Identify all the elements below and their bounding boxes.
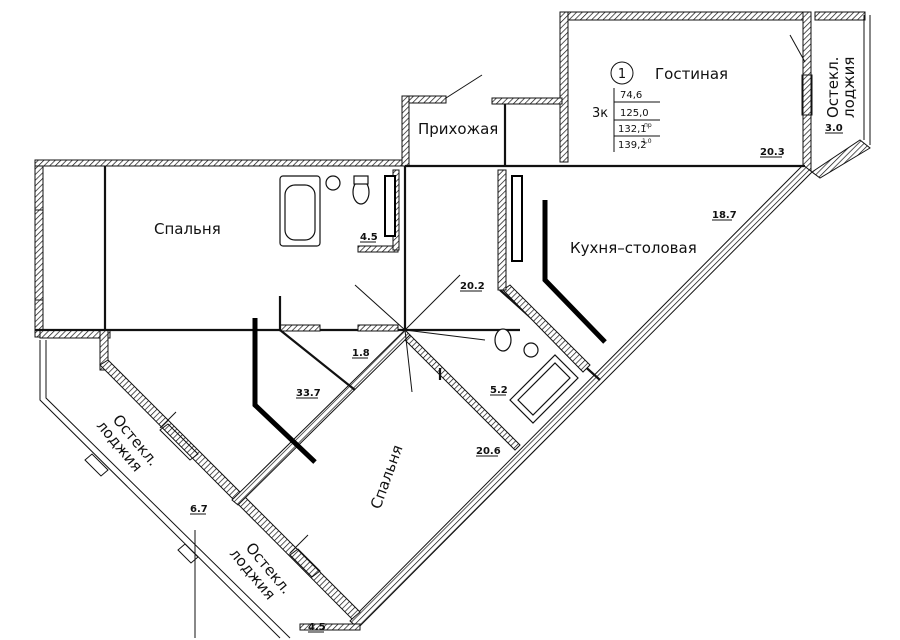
area-with-loggia: 139,2 [618,140,647,151]
sink-1 [325,175,341,191]
window-loggia-outer-2 [177,543,199,564]
window-bedroom [34,209,44,301]
radiator-bath [384,175,396,237]
wall-living-left [559,11,569,163]
wardrobe-lines [252,175,607,464]
wall-bedroom-left [34,161,44,338]
area-living-room: 20.3 [760,147,785,158]
room-living-label: Гостиная [655,65,728,83]
area-bath-2: 5.2 [490,385,508,396]
wardrobe-bedroom [252,318,317,464]
window-loggia-2 [289,548,321,578]
wall-kitchen-bath [502,284,591,373]
partition-corridor [279,329,356,391]
door-hall-2 [354,284,406,331]
loggia-outer-line [39,340,281,639]
window-loggia-1 [159,423,199,461]
door-swings [159,34,806,554]
wall-door-stub-2 [357,324,399,332]
area-total: 125,0 [620,108,649,119]
area-loggia-bottom: 4.5 [308,622,326,633]
apartment-number: 1 [618,67,626,82]
room-labels: Гостиная Прихожая Спальня Кухня–столовая… [93,57,858,604]
outer-walls [34,11,871,371]
toilet-1-tank [353,175,369,185]
wall-hall-left [401,95,410,167]
sink-2 [523,342,539,358]
loggia-top-line2: лоджия [840,57,858,118]
partition-bedroom-diagonal [231,329,411,506]
area-bedroom-1: 33.7 [296,388,321,399]
room-bedroom-2-label: Спальня [367,443,407,512]
area-corridor: 1.8 [352,348,370,359]
door-loggia-top [789,34,806,63]
area-hall: 20.2 [460,281,485,292]
loggia-walls [39,340,361,639]
area-loggia-top: 3.0 [825,123,843,134]
wall-bottom [299,623,361,631]
area-loggia-left: 6.7 [190,504,208,515]
door-hall-3 [404,329,486,341]
wall-bedroom-top [34,159,406,167]
wall-living-top [559,11,811,21]
area-living: 74,6 [620,90,642,101]
door-hall-1 [404,274,461,331]
wall-diagonal [349,164,813,629]
apartment-type: 3к [592,106,608,121]
room-bedroom-1-label: Спальня [154,220,221,238]
partition-bath-diagonal [404,334,521,451]
toilet-2 [494,328,512,352]
bath1-fixtures [279,175,370,247]
wardrobe-kitchen [542,200,607,344]
door-loggia-1 [159,411,177,429]
wall-door-stub [279,324,321,332]
loggia-top-label: Остекл. лоджия [824,57,858,118]
room-area-labels: 20.3 3.0 18.7 20.2 4.5 1.8 33.7 5.2 20.6… [190,123,843,633]
door-entrance [445,74,483,99]
door-loggia-2 [289,534,309,554]
bath2-fixtures [494,328,579,424]
room-kitchen-label: Кухня–столовая [570,239,697,257]
wall-loggia-top [814,11,866,21]
area-reduced-superscript: пр [644,122,652,129]
area-kitchen: 18.7 [712,210,737,221]
window-loggia-outer [84,453,109,477]
door-hall-4 [404,329,413,393]
window-living [801,74,813,116]
wall-bath1-bottom [357,245,399,253]
diagonal-wall [349,139,871,629]
area-with-loggia-superscript: 1,0 [642,138,652,145]
loggia-top-line1: Остекл. [824,57,842,118]
wall-living-right [802,11,812,173]
area-bedroom-2: 20.6 [476,446,501,457]
wall-loggia-corner [811,139,871,179]
area-reduced: 132,1 [618,124,647,135]
radiator-kitchen [511,175,523,262]
bathtub-2-inner [517,362,571,416]
wall-kitchen-left [497,169,507,291]
wall-hall-top-right [491,97,563,105]
apartment-info: 1 3к 74,6 125,0 132,1 пр 139,2 1,0 [592,61,660,152]
area-bath-1: 4.5 [360,232,378,243]
wall-lower-diagonal [99,359,361,620]
apartment-number-circle [610,61,634,85]
room-hall-label: Прихожая [418,120,498,138]
windows [34,74,813,578]
loggia-outer-line-2 [45,340,291,639]
bathtub-1-inner [284,184,316,241]
